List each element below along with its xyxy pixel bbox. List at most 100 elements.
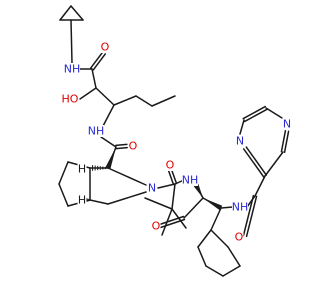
- single-bond: [70, 5, 84, 21]
- atom-label-background: [234, 231, 244, 243]
- double-bond: [242, 148, 265, 178]
- single-bond: [205, 265, 224, 277]
- single-bond: [239, 119, 245, 135]
- single-bond: [144, 197, 173, 210]
- single-bond: [107, 191, 147, 205]
- atom-label-background: [128, 140, 138, 152]
- atom-label-background: [77, 194, 87, 206]
- atom-label-text: N: [283, 118, 291, 131]
- atom-label-background: [182, 174, 198, 186]
- atom-label-text: O: [166, 159, 175, 172]
- atom-label-carbonyl-o-top: O: [100, 41, 110, 54]
- single-bond: [58, 183, 69, 207]
- double-bond: [245, 195, 258, 238]
- wedge-bond: [105, 147, 116, 169]
- single-bond: [135, 95, 153, 107]
- atom-label-background: [232, 201, 248, 213]
- double-bond: [283, 130, 290, 154]
- single-bond: [91, 68, 97, 89]
- double-bond: [115, 143, 128, 147]
- double-bond: [89, 51, 104, 69]
- single-bond: [265, 107, 283, 119]
- atom-label-text: HO: [62, 93, 79, 106]
- single-bond: [101, 104, 115, 129]
- single-bond: [210, 229, 229, 248]
- atom-label-background: [235, 135, 245, 147]
- double-bond: [280, 129, 287, 153]
- atom-label-amide-nh-center: NH: [88, 125, 105, 138]
- atom-label-background: [77, 163, 87, 175]
- double-bond: [159, 218, 186, 229]
- atom-label-carbonyl-o-right: O: [128, 140, 138, 153]
- single-bond: [246, 195, 256, 208]
- single-bond: [58, 161, 69, 185]
- atom-label-text: NH: [88, 125, 105, 138]
- atom-label-background: [282, 118, 292, 130]
- atom-label-text: H: [78, 163, 86, 176]
- atom-label-h-lower-ring: H: [77, 194, 87, 207]
- wedge-bond: [193, 183, 203, 198]
- atom-label-text: O: [152, 220, 161, 233]
- double-bond: [92, 53, 107, 71]
- atom-label-h-upper-ring: H: [77, 163, 87, 176]
- atom-label-text: NH: [182, 174, 199, 187]
- atom-label-background: [151, 220, 161, 232]
- atom-label-pyrazine-n-top: N: [235, 135, 245, 148]
- single-bond: [70, 19, 73, 64]
- atom-label-amide-nh-cyclopropyl: NH: [64, 63, 81, 76]
- single-bond: [220, 206, 234, 209]
- double-bond: [245, 146, 268, 176]
- bond-layer: [58, 5, 290, 277]
- single-bond: [222, 265, 241, 277]
- atom-label-text: O: [129, 140, 138, 153]
- atom-label-text: NH: [64, 63, 81, 76]
- single-bond: [107, 167, 147, 186]
- single-bond: [100, 136, 117, 148]
- atom-label-text: H: [78, 194, 86, 207]
- atom-label-text: N: [236, 135, 244, 148]
- double-bond: [242, 105, 266, 120]
- atom-label-amide-nh-right: NH: [232, 201, 249, 214]
- atom-label-background: [88, 125, 104, 137]
- single-bond: [210, 207, 222, 231]
- atom-label-text: N: [148, 182, 156, 195]
- single-bond: [197, 229, 212, 248]
- single-bond: [79, 87, 97, 100]
- double-bond: [242, 194, 255, 237]
- double-bond: [170, 168, 178, 185]
- atom-label-carbonyl-o-pyrazine: O: [234, 231, 244, 244]
- atom-label-hydroxyl-ho: HO: [62, 93, 79, 106]
- single-bond: [264, 151, 284, 177]
- atom-label-background: [64, 63, 80, 75]
- atom-label-carbonyl-o-mid: O: [165, 159, 175, 172]
- atom-label-amide-nh-lower: NH: [182, 174, 199, 187]
- atom-label-pyrazine-n-right: N: [282, 118, 292, 131]
- double-bond: [244, 108, 268, 123]
- atom-label-background: [147, 182, 157, 194]
- single-bond: [151, 95, 176, 107]
- single-bond: [254, 175, 266, 197]
- atom-label-background: [165, 159, 175, 171]
- single-bond: [89, 199, 109, 205]
- atom-label-text: O: [235, 231, 244, 244]
- double-bond: [167, 169, 175, 186]
- single-bond: [171, 183, 176, 210]
- single-bond: [59, 5, 72, 21]
- single-bond: [227, 246, 241, 267]
- double-bond: [158, 215, 185, 226]
- single-bond: [183, 197, 204, 219]
- stereo-bond-layer: [82, 147, 223, 211]
- single-bond: [95, 87, 115, 106]
- wedge-bond: [203, 198, 223, 211]
- atom-label-carbonyl-o-lower: O: [151, 220, 161, 233]
- single-bond: [113, 95, 137, 106]
- atom-label-text: NH: [232, 201, 249, 214]
- atom-label-text: O: [101, 41, 110, 54]
- single-bond: [197, 246, 207, 267]
- single-bond: [157, 183, 176, 189]
- atom-label-ring-n: N: [147, 182, 157, 195]
- double-bond: [115, 146, 128, 150]
- atom-label-background: [62, 93, 78, 105]
